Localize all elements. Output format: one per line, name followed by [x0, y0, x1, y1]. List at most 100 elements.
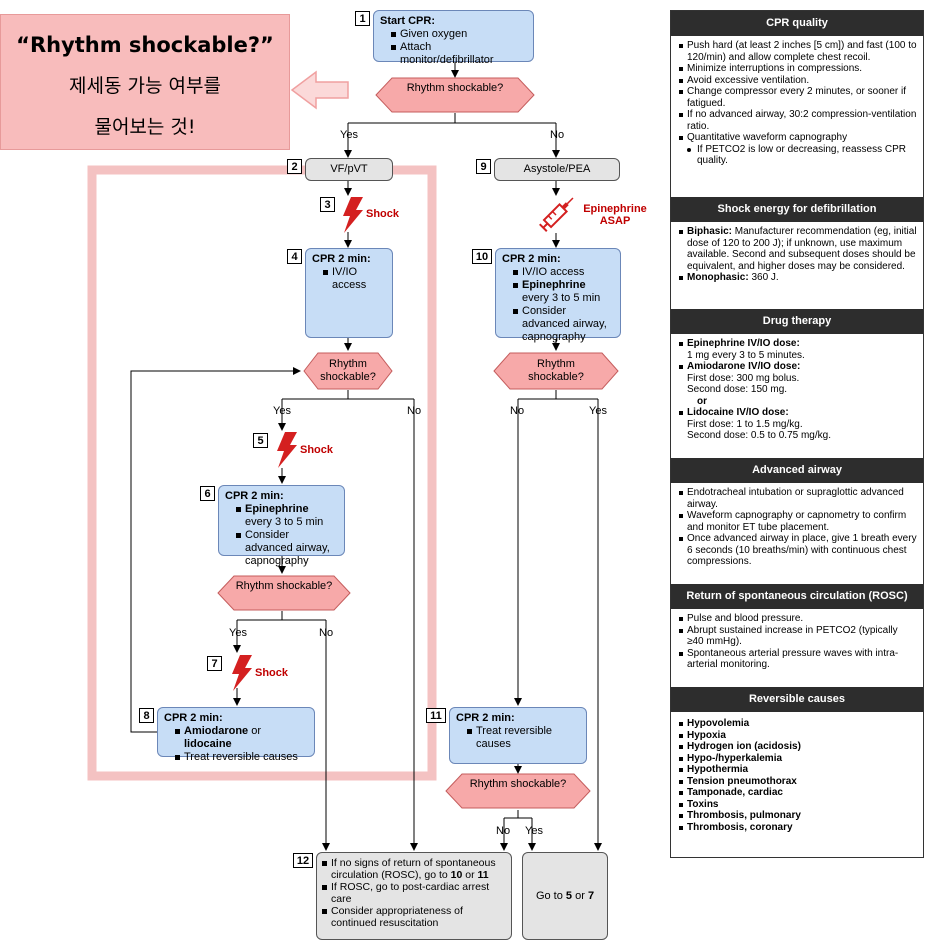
- cpr-loop-highlight: [87, 165, 437, 781]
- panel-item: Quantitative waveform capnography: [677, 132, 917, 144]
- panel-item: Lidocaine IV/IO dose:First dose: 1 to 1.…: [677, 407, 917, 442]
- panel-item: Epinephrine IV/IO dose:1 mg every 3 to 5…: [677, 338, 917, 361]
- decision-hexagon-4: [493, 352, 619, 390]
- box-item: Consider advanced airway, capnography: [235, 529, 338, 568]
- lightning-icon: [343, 197, 363, 233]
- lightning-icon: [277, 432, 297, 468]
- panel-item: If no advanced airway, 30:2 compression-…: [677, 109, 917, 132]
- info-panel-cpr-quality: CPR quality Push hard (at least 2 inches…: [670, 10, 924, 858]
- step-number: 3: [320, 197, 335, 212]
- callout-title: “Rhythm shockable?”: [16, 33, 274, 57]
- panel-item: Abrupt sustained increase in PETCO2 (typ…: [677, 625, 917, 648]
- step-number: 2: [287, 159, 302, 174]
- box-item: If no signs of return of spontaneous cir…: [321, 857, 507, 881]
- no-label: No: [496, 825, 511, 837]
- step-number: 9: [476, 159, 491, 174]
- asystole-pea-box: Asystole/PEA: [494, 158, 620, 181]
- box-item: Treat reversible causes: [174, 751, 308, 764]
- decision-label: Rhythm shockable?: [235, 580, 333, 592]
- decision-label: Rhythm shockable?: [469, 778, 567, 790]
- panel-item: Change compressor every 2 minutes, or so…: [677, 86, 917, 109]
- step-number: 5: [253, 433, 268, 448]
- callout-box: “Rhythm shockable?” 제세동 가능 여부를 물어보는 것!: [0, 14, 290, 150]
- box-item: Treat reversible causes: [466, 725, 580, 751]
- callout-arrow: [290, 70, 349, 110]
- decision-hexagon-5: [445, 773, 591, 809]
- panel-header: Return of spontaneous circulation (ROSC): [671, 584, 923, 609]
- cpr-2min-box-11: CPR 2 min: Treat reversible causes: [449, 707, 587, 764]
- box-item: Amiodarone or lidocaine: [174, 725, 308, 751]
- cpr-2min-box-8: CPR 2 min: Amiodarone or lidocaine Treat…: [157, 707, 315, 763]
- panel-item: Hypoxia: [677, 730, 917, 742]
- panel-header: Advanced airway: [671, 458, 923, 483]
- step-number: 6: [200, 486, 215, 501]
- yes-label: Yes: [589, 405, 607, 417]
- box-title: CPR 2 min:: [312, 253, 371, 265]
- box-item: If ROSC, go to post-cardiac arrest care: [321, 881, 507, 905]
- box-item: Consider advanced airway, capnography: [512, 305, 614, 344]
- box-item: Given oxygen: [390, 28, 527, 41]
- shock-label: Shock: [300, 444, 334, 456]
- panel-header: Shock energy for defibrillation: [671, 197, 923, 222]
- panel-item: Minimize interruptions in compressions.: [677, 63, 917, 75]
- box-item: Attach monitor/defibrillator: [390, 41, 527, 67]
- callout-line-1: 제세동 가능 여부를: [69, 75, 221, 97]
- panel-item: Hypo-/hyperkalemia: [677, 753, 917, 765]
- panel-item: Push hard (at least 2 inches [5 cm]) and…: [677, 40, 917, 63]
- panel-subitem: If PETCO2 is low or decreasing, reassess…: [677, 144, 917, 167]
- panel-item: Hydrogen ion (acidosis): [677, 741, 917, 753]
- cpr-2min-box-4: CPR 2 min: IV/IO access: [305, 248, 393, 338]
- decision-hexagon-3: [217, 575, 351, 611]
- yes-label: Yes: [525, 825, 543, 837]
- box-title: CPR 2 min:: [456, 712, 515, 724]
- goto-box: Go to 5 or 7: [522, 852, 608, 940]
- panel-item: Tamponade, cardiac: [677, 787, 917, 799]
- panel-item: Monophasic: 360 J.: [677, 272, 917, 284]
- box-item: Epinephrine every 3 to 5 min: [235, 503, 338, 529]
- syringe-icon: [539, 197, 574, 232]
- shock-label: Shock: [366, 208, 400, 220]
- yes-label: Yes: [273, 405, 291, 417]
- panel-item: Avoid excessive ventilation.: [677, 75, 917, 87]
- step-number: 8: [139, 708, 154, 723]
- panel-header: Reversible causes: [671, 687, 923, 712]
- panel-header: Drug therapy: [671, 309, 923, 334]
- panel-item: Spontaneous arterial pressure waves with…: [677, 648, 917, 671]
- no-label: No: [510, 405, 525, 417]
- cpr-2min-box-10: CPR 2 min: IV/IO access Epinephrine ever…: [495, 248, 621, 343]
- step-number: 12: [293, 853, 313, 868]
- panel-item: Waveform capnography or capnometry to co…: [677, 510, 917, 533]
- step-number: 1: [355, 11, 370, 26]
- panel-item: Biphasic: Manufacturer recommendation (e…: [677, 226, 917, 272]
- box-item: IV/IO access: [512, 266, 614, 279]
- vf-pvt-box: VF/pVT: [305, 158, 393, 181]
- panel-header: CPR quality: [671, 11, 923, 36]
- box-title: CPR 2 min:: [225, 490, 284, 502]
- start-cpr-box: Start CPR: Given oxygen Attach monitor/d…: [373, 10, 534, 66]
- box-title: Start CPR:: [380, 15, 436, 27]
- lightning-icon: [232, 655, 252, 691]
- panel-item: Amiodarone IV/IO dose:First dose: 300 mg…: [677, 361, 917, 407]
- box-item: Epinephrine every 3 to 5 min: [512, 279, 614, 305]
- panel-item: Hypothermia: [677, 764, 917, 776]
- panel-item: Endotracheal intubation or supraglottic …: [677, 487, 917, 510]
- decision-label: Rhythm shockable?: [528, 358, 584, 383]
- yes-label: Yes: [340, 129, 358, 141]
- step-number: 11: [426, 708, 446, 723]
- no-label: No: [407, 405, 422, 417]
- panel-item: Thrombosis, pulmonary: [677, 810, 917, 822]
- yes-label: Yes: [229, 627, 247, 639]
- shock-label: Shock: [255, 667, 289, 679]
- callout-line-2: 물어보는 것!: [94, 116, 196, 138]
- panel-item: Toxins: [677, 799, 917, 811]
- box-title: CPR 2 min:: [164, 712, 223, 724]
- panel-item: Hypovolemia: [677, 718, 917, 730]
- step-number: 10: [472, 249, 492, 264]
- decision-label: Rhythm shockable?: [320, 358, 376, 383]
- final-steps-box: If no signs of return of spontaneous cir…: [316, 852, 512, 940]
- panel-item: Tension pneumothorax: [677, 776, 917, 788]
- decision-hexagon-2: [303, 352, 393, 390]
- box-title: CPR 2 min:: [502, 253, 561, 265]
- cpr-2min-box-6: CPR 2 min: Epinephrine every 3 to 5 min …: [218, 485, 345, 567]
- decision-hexagon-1: [375, 77, 535, 113]
